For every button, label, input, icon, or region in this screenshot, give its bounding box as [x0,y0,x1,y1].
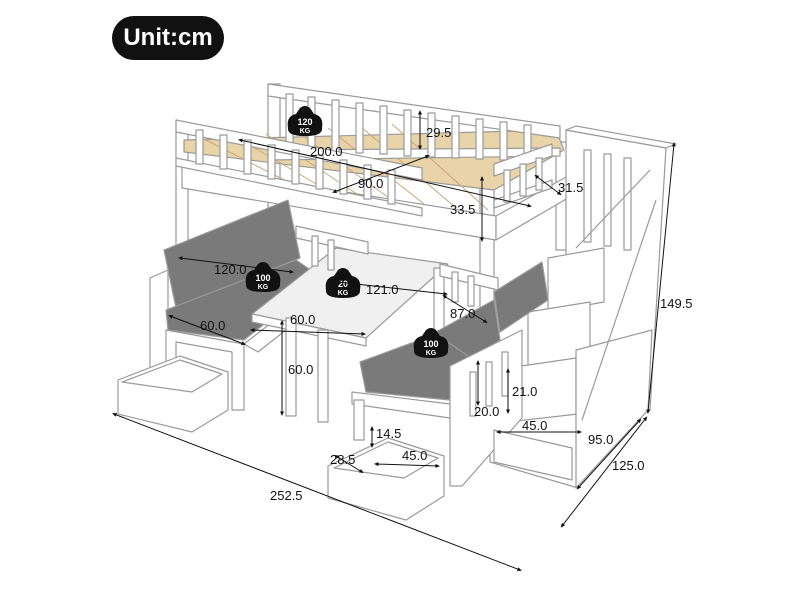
weight-value: 100 [255,273,270,283]
dim-total-length: 252.5 [270,488,303,503]
weight-unit: KG [338,290,349,297]
dim-line-total-height [646,142,676,414]
dim-total-height: 149.5 [660,296,693,311]
back-bench-rail [295,225,499,307]
dim-line-total-length [112,413,522,571]
dim-line-left-bench-depth [168,315,246,345]
dim-line-right-bench-length [442,294,488,324]
weight-unit: KG [258,284,269,291]
dim-drawer-height: 14.5 [376,426,401,441]
dim-table-width: 60.0 [290,312,315,327]
unit-label: Unit:cm [123,24,213,51]
dim-right-bench-length: 87.0 [450,306,475,321]
weight-value: 20 [338,279,348,289]
dim-stair-depth: 95.0 [588,432,613,447]
dim-drawer-width: 45.0 [402,448,427,463]
dim-rail-height: 29.5 [426,125,451,140]
weight-unit: KG [300,128,311,135]
dim-step-rise: 21.0 [512,384,537,399]
dim-total-depth: 125.0 [612,458,645,473]
dim-shelf-depth: 31.5 [558,180,583,195]
weight-badge-bed: 120 KG [287,106,323,136]
dim-bed-width: 90.0 [358,176,383,191]
dimension-labels: 29.5 200.0 90.0 31.5 33.5 120.0 60.0 121… [200,125,693,503]
dim-headroom: 33.5 [450,202,475,217]
weight-value: 100 [423,339,438,349]
dim-line-bed-width [332,155,430,193]
dim-table-length: 121.0 [366,282,399,297]
weight-unit: KG [426,350,437,357]
dimension-lines [112,110,676,571]
dim-left-bench-length: 120.0 [214,262,247,277]
furniture-illustration [117,83,677,521]
dim-table-height: 60.0 [288,362,313,377]
dim-drawer-depth: 28.5 [330,452,355,467]
dim-line-table-length [336,280,448,296]
weight-badge-right-bench: 100 KG [413,328,449,358]
dim-step-width: 45.0 [522,418,547,433]
stair-rail [575,169,657,421]
dim-line-total-depth [560,416,648,528]
dim-line-shelf-depth [534,174,562,196]
dim-line-left-bench-length [178,256,294,274]
left-drawer [117,355,229,433]
dim-left-bench-depth: 60.0 [200,318,225,333]
dim-line-table-width [250,328,366,336]
unit-badge: Unit:cm [112,16,224,60]
weight-value: 120 [297,117,312,127]
dim-bench-clearance: 20.0 [474,404,499,419]
dim-bed-length: 200.0 [310,144,343,159]
